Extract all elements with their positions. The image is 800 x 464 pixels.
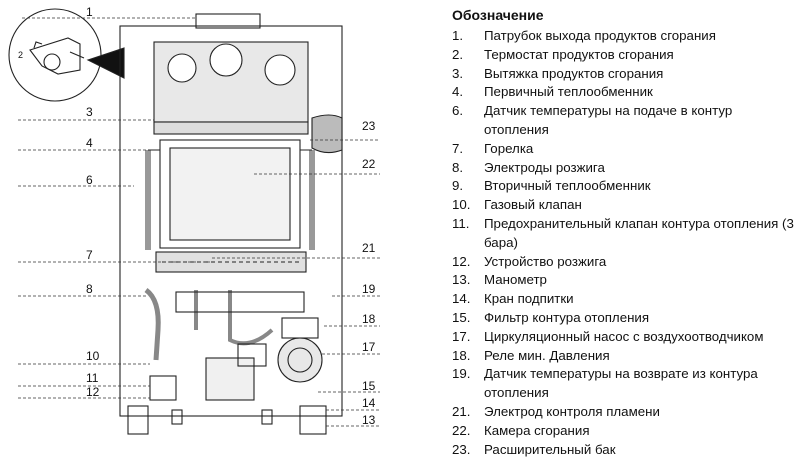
legend-item: 18. Реле мин. Давления <box>452 347 797 366</box>
inset-pointer <box>86 47 125 79</box>
legend-item-number: 10. <box>452 197 471 213</box>
flue-outlet <box>195 13 261 29</box>
callout-19: 19 <box>362 282 376 296</box>
legend-item-number: 15. <box>452 309 471 325</box>
legend-item-number: 12. <box>452 253 471 269</box>
legend-item-number: 23. <box>452 441 471 457</box>
legend-item-text: Расширительный бак <box>484 441 616 457</box>
legend-item-text: Манометр <box>484 272 547 288</box>
legend-item-number: 6. <box>452 103 464 119</box>
legend-item: 6. Датчик температуры на подаче в контур … <box>452 102 797 140</box>
legend-item: 4. Первичный теплообменник <box>452 83 797 102</box>
legend-item-number: 11. <box>452 215 470 231</box>
legend-item-number: 8. <box>452 159 464 175</box>
legend-item: 15. Фильтр контура отопления <box>452 309 797 328</box>
callout-8: 8 <box>86 282 93 296</box>
legend-item-text: Вытяжка продуктов сгорания <box>484 65 664 81</box>
legend-item: 14. Кран подпитки <box>452 290 797 309</box>
legend-item-text: Горелка <box>484 140 534 156</box>
legend-item: 19. Датчик температуры на возврате из кон… <box>452 365 797 403</box>
legend-item: 2. Термостат продуктов сгорания <box>452 46 797 65</box>
callout-23: 23 <box>362 119 376 133</box>
callout-22: 22 <box>362 157 376 171</box>
combustion-chamber <box>159 139 301 249</box>
legend-item-text: Термостат продуктов сгорания <box>484 46 674 62</box>
legend-item: 8. Электроды розжига <box>452 159 797 178</box>
legend-item-text: Фильтр контура отопления <box>484 309 650 325</box>
legend-item-number: 7. <box>452 140 464 156</box>
legend-item-text: Газовый клапан <box>484 197 582 213</box>
callout-4: 4 <box>86 136 93 150</box>
legend-item-text: Кран подпитки <box>484 291 574 307</box>
legend-item: 1. Патрубок выхода продуктов сгорания <box>452 27 797 46</box>
legend-item: 17. Циркуляционный насос с воздухоотводчи… <box>452 328 797 347</box>
callout-18: 18 <box>362 312 376 326</box>
legend-item: 23. Расширительный бак <box>452 441 797 460</box>
thermostat-detail-inset <box>8 8 102 102</box>
legend-item-number: 13. <box>452 272 471 288</box>
legend-item: 10. Газовый клапан <box>452 196 797 215</box>
callout-13: 13 <box>362 413 376 427</box>
legend-item-number: 14. <box>452 291 471 307</box>
legend-item-number: 21. <box>452 403 471 419</box>
legend-item-text: Камера сгорания <box>484 422 590 438</box>
legend: Обозначение 1. Патрубок выхода продуктов … <box>452 6 797 459</box>
callout-17: 17 <box>362 340 376 354</box>
legend-item: 13. Манометр <box>452 271 797 290</box>
legend-item: 22. Камера сгорания <box>452 422 797 441</box>
legend-item-number: 1. <box>452 28 464 43</box>
callout-1: 1 <box>86 5 93 19</box>
boiler-casing <box>119 25 343 417</box>
ignition-unit <box>149 375 177 401</box>
legend-item-number: 2. <box>452 46 464 62</box>
gas-valve <box>205 357 255 401</box>
callout-7: 7 <box>86 248 93 262</box>
legend-item-number: 19. <box>452 366 471 382</box>
legend-item: 11. Предохранительный клапан контура отоп… <box>452 215 797 253</box>
legend-item-text: Циркуляционный насос с воздухоотводчиком <box>484 328 764 344</box>
callout-12: 12 <box>86 385 100 399</box>
callout-2: 2 <box>18 50 23 60</box>
legend-item: 9. Вторичный теплообменник <box>452 177 797 196</box>
legend-item-number: 3. <box>452 65 464 81</box>
legend-item-text: Датчик температуры на возврате из контур… <box>484 366 758 401</box>
legend-item-text: Первичный теплообменник <box>484 84 653 100</box>
legend-item-text: Патрубок выхода продуктов сгорания <box>484 28 716 43</box>
legend-item-number: 18. <box>452 347 471 363</box>
legend-item: 3. Вытяжка продуктов сгорания <box>452 65 797 84</box>
legend-item-text: Вторичный теплообменник <box>484 178 651 194</box>
legend-title: Обозначение <box>452 7 544 23</box>
legend-item-text: Предохранительный клапан контура отоплен… <box>484 215 794 250</box>
legend-item-text: Электроды розжига <box>484 159 605 175</box>
legend-item-number: 17. <box>452 328 471 344</box>
legend-item-text: Устройство розжига <box>484 253 607 269</box>
legend-item-text: Датчик температуры на подаче в контур от… <box>484 103 733 137</box>
boiler-diagram: 1 2 3 4 6 7 8 10 11 12 23 22 21 19 18 17… <box>8 5 380 435</box>
legend-item-number: 9. <box>452 178 464 194</box>
callout-11: 11 <box>86 371 99 385</box>
legend-item-text: Электрод контроля пламени <box>484 403 660 419</box>
expansion-tank <box>311 114 343 154</box>
callout-6: 6 <box>86 173 93 187</box>
legend-item-number: 4. <box>452 84 464 100</box>
legend-item-number: 22. <box>452 422 471 438</box>
legend-item: 7. Горелка <box>452 140 797 159</box>
legend-item: 12. Устройство розжига <box>452 253 797 272</box>
callout-21: 21 <box>362 241 376 255</box>
legend-list: 1. Патрубок выхода продуктов сгорания 2. Те… <box>452 27 797 459</box>
callout-15: 15 <box>362 379 376 393</box>
callout-3: 3 <box>86 105 93 119</box>
legend-item-text: Реле мин. Давления <box>484 347 610 363</box>
circulation-pump <box>277 337 323 383</box>
legend-item: 21. Электрод контроля пламени <box>452 403 797 422</box>
callout-14: 14 <box>362 396 376 410</box>
callout-10: 10 <box>86 349 100 363</box>
